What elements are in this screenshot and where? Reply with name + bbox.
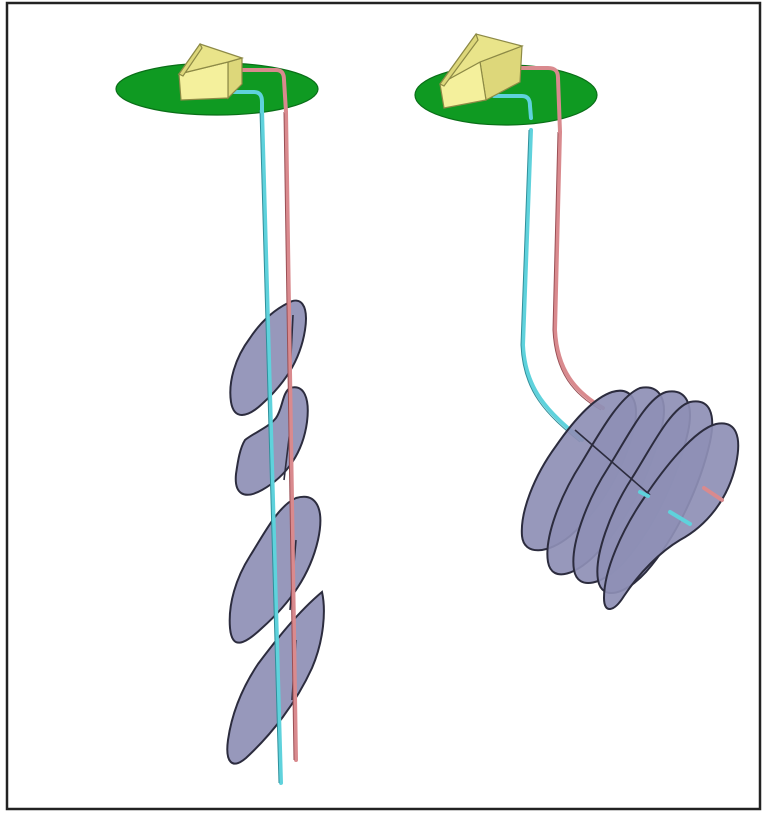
- vertical-well-panel: [116, 44, 324, 783]
- horizontal-well-panel: [415, 34, 738, 609]
- wellhead-building-icon: [179, 44, 242, 100]
- horizontal-well-fractures: [522, 387, 738, 609]
- injection-pipe-right: [523, 130, 582, 440]
- production-pipe-right: [555, 132, 603, 408]
